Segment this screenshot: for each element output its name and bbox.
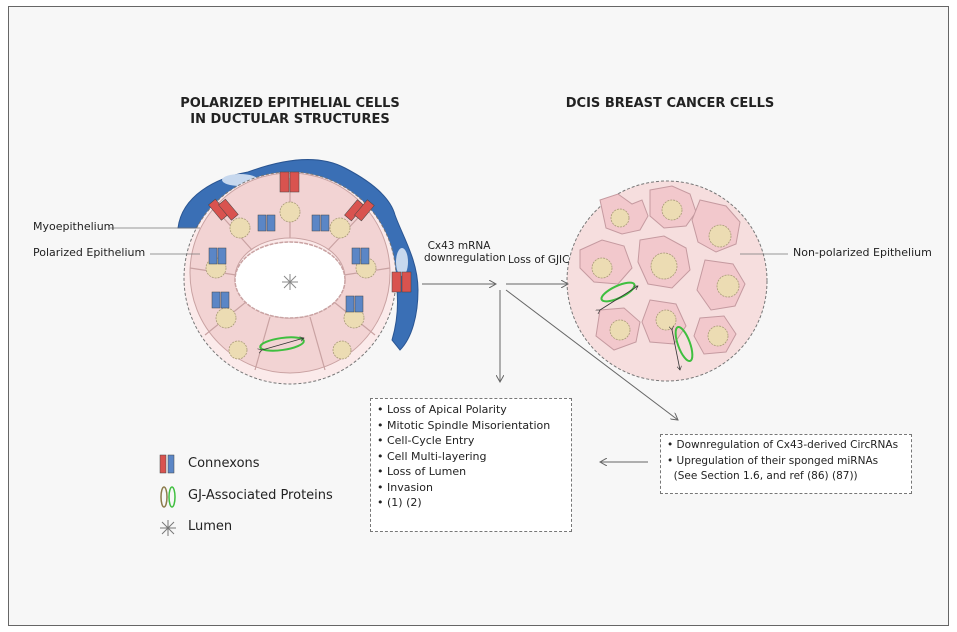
polarized-duct (177, 159, 419, 385)
dcis-nuclei (591, 199, 740, 347)
effect-item: • Loss of Apical Polarity (377, 403, 507, 416)
connexon-channels (208, 171, 412, 313)
loss-gjic-label: Loss of GJIC (508, 254, 570, 266)
myoepithelium-label: Myoepithelium (33, 220, 115, 233)
polarized-epithelium-label: Polarized Epithelium (33, 246, 146, 259)
arrow-to-circrna (505, 289, 678, 420)
dcis-duct (566, 180, 768, 382)
legend-gj-proteins: GJ-Associated Proteins (188, 488, 333, 503)
effect-item: • (1) (2) (377, 496, 422, 509)
left-title: POLARIZED EPITHELIAL CELLS IN DUCTULAR S… (180, 96, 400, 127)
effect-item: • Invasion (377, 480, 433, 494)
effects-box: • Loss of Apical Polarity • Mitotic Spin… (370, 398, 572, 532)
circrna-item: • Upregulation of their sponged miRNAs (667, 454, 879, 467)
effect-item: • Cell-Cycle Entry (377, 434, 475, 447)
effect-item: • Mitotic Spindle Misorientation (377, 418, 551, 432)
effect-item: • Loss of Lumen (377, 465, 467, 478)
lumen-marker (282, 274, 298, 290)
non-polarized-epithelium-label: Non-polarized Epithelium (793, 246, 932, 259)
connexon-legend-icon (159, 454, 175, 474)
gj-protein-legend-icon (160, 486, 176, 508)
circrna-item: • Downregulation of Cx43-derived CircRNA… (667, 439, 899, 451)
dcis-spindles (599, 281, 694, 370)
lumen-legend-icon (160, 520, 176, 536)
effect-item: • Cell Multi-layering (377, 449, 487, 463)
cx43-downregulation-label: Cx43 mRNA downregulation (424, 240, 506, 264)
legend-lumen: Lumen (188, 519, 233, 534)
mitotic-spindle (259, 336, 305, 353)
circrna-item: (See Section 1.6, and ref (86) (87)) (667, 470, 858, 482)
legend-connexons: Connexons (188, 456, 260, 471)
myoepithelial-nucleus (396, 248, 408, 276)
right-title: DCIS BREAST CANCER CELLS (565, 96, 775, 111)
circrna-box: • Downregulation of Cx43-derived CircRNA… (660, 434, 912, 494)
